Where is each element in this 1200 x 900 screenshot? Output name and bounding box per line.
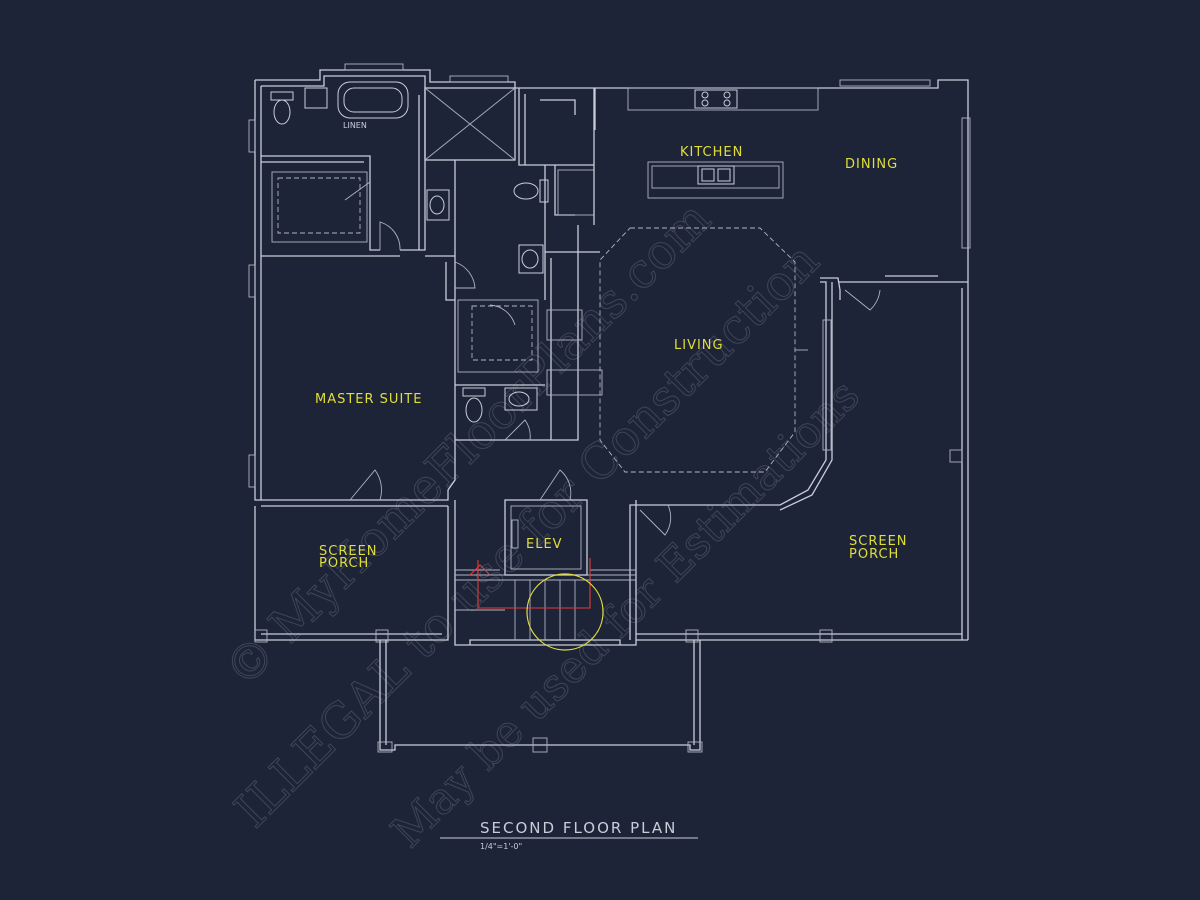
sink-center (518, 244, 544, 274)
kitchen-island (647, 161, 784, 199)
watermark: © MyHomeFloorPlans.com ILLEGAL to use fo… (213, 190, 870, 858)
linen-label: LINEN (343, 121, 367, 130)
kitchen-label: KITCHEN (680, 145, 743, 160)
title-block: SECOND FLOOR PLAN 1/4"=1'-0" (440, 819, 698, 851)
kitchen-counter (627, 87, 819, 111)
room-labels: KITCHEN DINING LIVING MASTER SUITE SCREE… (315, 121, 908, 571)
elevator-label: ELEV (526, 537, 563, 552)
stair-markup (469, 558, 604, 651)
screen-porch-left-line2: PORCH (319, 556, 369, 571)
drawing-title: SECOND FLOOR PLAN (480, 819, 677, 837)
bathtub (337, 81, 409, 119)
toilet-master (270, 91, 294, 125)
screen-porch-right-line1: SCREEN (849, 534, 908, 549)
dining-label: DINING (845, 157, 898, 172)
screen-porch-left-line1: SCREEN (319, 544, 378, 559)
highlight-circle (526, 573, 604, 651)
toilet-center (513, 179, 549, 203)
master-suite-label: MASTER SUITE (315, 392, 422, 407)
drawing-scale: 1/4"=1'-0" (480, 842, 522, 851)
sink-master (426, 189, 450, 221)
interior-walls (254, 87, 968, 753)
toilet-lower (462, 387, 486, 423)
door-swings (344, 181, 881, 536)
fixtures (270, 81, 819, 423)
sink-lower (504, 387, 538, 411)
screen-porch-right-line2: PORCH (849, 547, 899, 562)
exterior-walls (248, 63, 971, 640)
living-label: LIVING (674, 338, 724, 353)
